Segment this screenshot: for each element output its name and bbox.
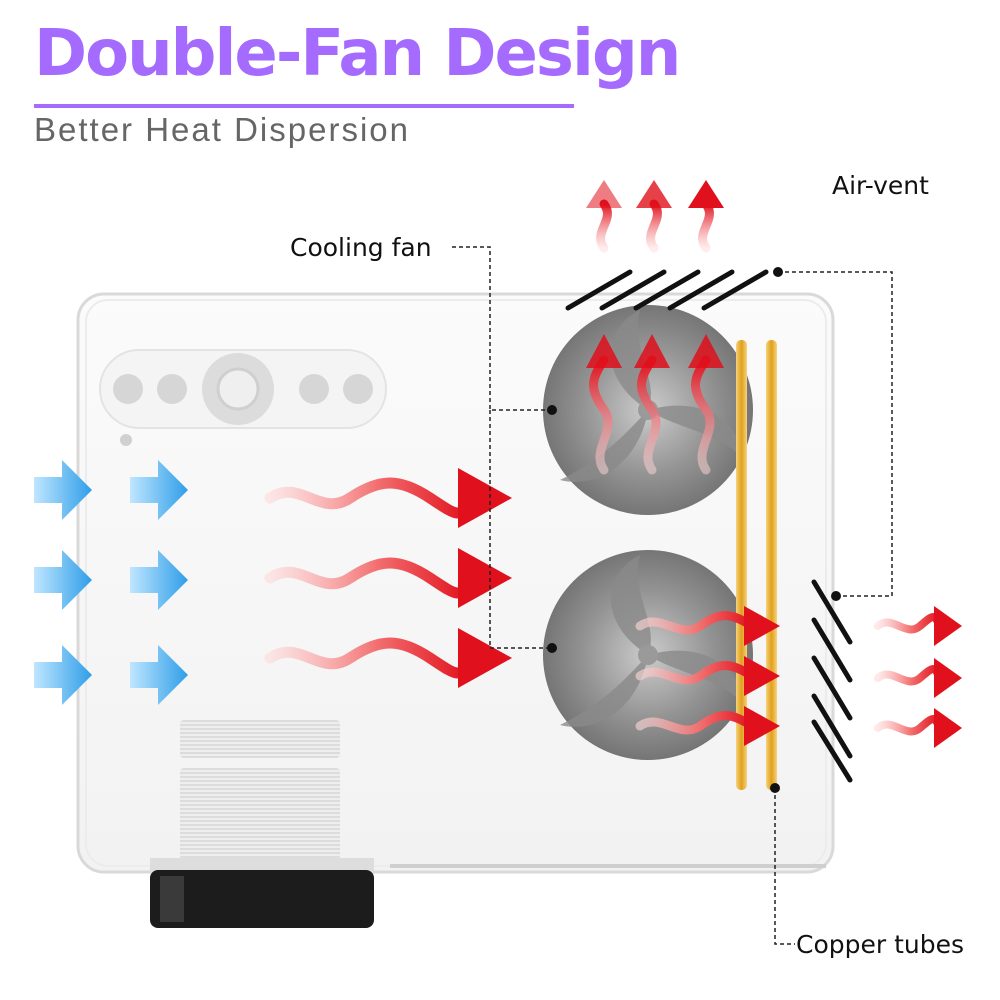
speaker-grille-top xyxy=(180,720,340,758)
side-air-vent-slats xyxy=(811,579,853,783)
control-panel xyxy=(99,349,387,446)
top-air-vent-slats xyxy=(565,269,769,311)
fan-exhaust-arrows xyxy=(635,606,780,746)
projector-lens xyxy=(150,858,374,928)
headline-subtitle: Better Heat Dispersion xyxy=(34,111,410,148)
label-cooling-fan: Cooling fan xyxy=(290,233,432,262)
callout-leaders xyxy=(452,246,893,945)
warm-airflow-arrows xyxy=(264,477,476,679)
top-exhaust-arrows xyxy=(586,180,724,253)
speaker-grille-bottom xyxy=(180,768,340,860)
upward-airflow-arrows xyxy=(586,334,724,475)
label-copper-tubes: Copper tubes xyxy=(796,930,964,959)
label-air-vent: Air-vent xyxy=(832,171,929,200)
headline-title: Double-Fan Design xyxy=(34,17,681,91)
callout-dots xyxy=(547,267,841,793)
side-exhaust-arrows xyxy=(874,606,962,748)
cooling-fan-bottom xyxy=(543,550,753,760)
cool-air-inlet-arrows xyxy=(34,460,188,705)
warm-airflow-arrowheads xyxy=(458,468,512,688)
title-underline xyxy=(34,104,574,108)
